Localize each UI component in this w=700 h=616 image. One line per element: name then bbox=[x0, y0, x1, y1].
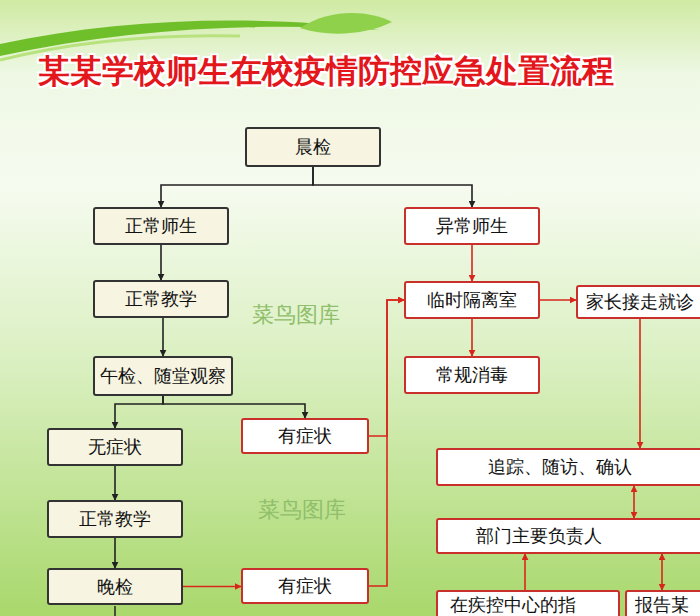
flow-arrow bbox=[633, 486, 635, 518]
abnormal-box: 在疾控中心的指 bbox=[436, 590, 620, 616]
title: 某某学校师生在校疫情防控应急处置流程 bbox=[38, 50, 614, 94]
flow-arrow bbox=[471, 319, 473, 356]
node-text: 部门主要负责人 bbox=[476, 525, 602, 547]
flow-arrow bbox=[114, 466, 116, 500]
node-text: 有症状 bbox=[278, 425, 332, 447]
abnormal-box: 有症状 bbox=[241, 568, 369, 604]
flow-arrow bbox=[471, 245, 473, 281]
flow-arrow bbox=[639, 319, 641, 448]
flow-arrow bbox=[540, 299, 576, 301]
process-box: 无症状 bbox=[47, 428, 183, 466]
flow-arrow bbox=[115, 396, 163, 428]
abnormal-box: 有症状 bbox=[241, 418, 369, 454]
node-text: 临时隔离室 bbox=[427, 289, 517, 311]
abnormal-box: 家长接走就诊 bbox=[576, 285, 700, 319]
node-text: 晨检 bbox=[295, 136, 331, 158]
flow-arrow bbox=[163, 396, 305, 418]
process-box: 正常师生 bbox=[93, 207, 229, 245]
node-text: 追踪、随访、确认 bbox=[488, 456, 632, 478]
node-text: 异常师生 bbox=[436, 215, 508, 237]
flow-stub bbox=[114, 606, 116, 616]
node-text: 午检、随堂观察 bbox=[100, 365, 226, 387]
watermark: 菜鸟图库 bbox=[252, 300, 340, 330]
flow-arrow bbox=[369, 300, 404, 586]
node-text: 报告某 bbox=[635, 594, 689, 616]
abnormal-box: 常规消毒 bbox=[404, 356, 540, 394]
process-box: 晚检 bbox=[47, 568, 183, 605]
flow-arrow bbox=[183, 586, 241, 588]
process-box: 正常教学 bbox=[93, 280, 229, 318]
abnormal-box: 部门主要负责人 bbox=[436, 518, 700, 554]
node-text: 常规消毒 bbox=[436, 364, 508, 386]
node-text: 家长接走就诊 bbox=[586, 291, 694, 313]
flow-arrow bbox=[114, 538, 116, 568]
node-text: 正常教学 bbox=[125, 288, 197, 310]
abnormal-box: 追踪、随访、确认 bbox=[436, 448, 700, 486]
flow-arrow bbox=[661, 554, 663, 590]
process-box: 正常教学 bbox=[47, 500, 183, 538]
node-text: 无症状 bbox=[88, 436, 142, 458]
watermark: 菜鸟图库 bbox=[258, 495, 346, 525]
process-box: 晨检 bbox=[245, 127, 381, 167]
process-box: 午检、随堂观察 bbox=[93, 356, 233, 396]
flow-arrow bbox=[313, 167, 472, 207]
flow-arrow bbox=[160, 245, 162, 280]
flow-arrow bbox=[162, 318, 164, 356]
node-text: 在疾控中心的指 bbox=[450, 594, 576, 616]
abnormal-box: 报告某 bbox=[625, 590, 700, 616]
node-text: 正常师生 bbox=[125, 215, 197, 237]
flow-arrow bbox=[524, 554, 526, 590]
leaf bbox=[300, 13, 392, 34]
node-text: 有症状 bbox=[278, 575, 332, 597]
abnormal-box: 临时隔离室 bbox=[404, 281, 540, 319]
node-text: 晚检 bbox=[97, 576, 133, 598]
abnormal-box: 异常师生 bbox=[404, 207, 540, 245]
flow-arrow bbox=[161, 167, 313, 207]
node-text: 正常教学 bbox=[79, 508, 151, 530]
